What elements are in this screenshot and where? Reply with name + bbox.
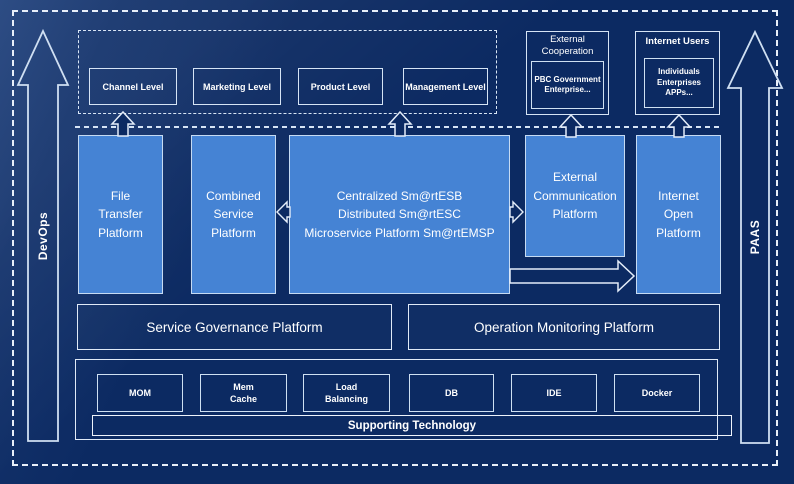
operation-monitoring-platform: Operation Monitoring Platform: [408, 304, 720, 350]
paas-label-text: PAAS: [747, 219, 762, 255]
platform-internet-open: Internet Open Platform: [636, 135, 721, 294]
external-cooperation-title: External Cooperation: [541, 34, 594, 57]
tech-box-load-balancing: Load Balancing: [303, 374, 390, 412]
level-box-product: Product Level: [298, 68, 383, 105]
service-governance-platform: Service Governance Platform: [77, 304, 392, 350]
tech-box-ide: IDE: [511, 374, 597, 412]
devops-rail-label: DevOps: [13, 196, 73, 276]
supporting-technology-bar: Supporting Technology: [92, 415, 732, 436]
devops-label-text: DevOps: [35, 211, 50, 261]
tech-box-docker: Docker: [614, 374, 700, 412]
level-box-marketing: Marketing Level: [193, 68, 281, 105]
external-cooperation-body: PBC Government Enterprise...: [531, 61, 604, 109]
external-cooperation-box: External Cooperation PBC Government Ente…: [526, 31, 609, 115]
platform-combined-service: Combined Service Platform: [191, 135, 276, 294]
platform-file-transfer: File Transfer Platform: [78, 135, 163, 294]
level-box-management: Management Level: [403, 68, 488, 105]
platform-external-communication: External Communication Platform: [525, 135, 625, 257]
internet-users-box: Internet Users Individuals Enterprises A…: [635, 31, 720, 115]
level-box-channel: Channel Level: [89, 68, 177, 105]
supporting-technology-container: [75, 359, 718, 440]
tech-box-db: DB: [409, 374, 494, 412]
levels-dashed-box: [78, 30, 497, 114]
internet-users-body: Individuals Enterprises APPs...: [644, 58, 714, 108]
tech-box-mem-cache: Mem Cache: [200, 374, 287, 412]
platform-central-esb: Centralized Sm@rtESB Distributed Sm@rtES…: [289, 135, 510, 294]
tech-box-mom: MOM: [97, 374, 183, 412]
paas-rail-label: PAAS: [725, 197, 785, 277]
internet-users-title: Internet Users: [645, 36, 710, 47]
